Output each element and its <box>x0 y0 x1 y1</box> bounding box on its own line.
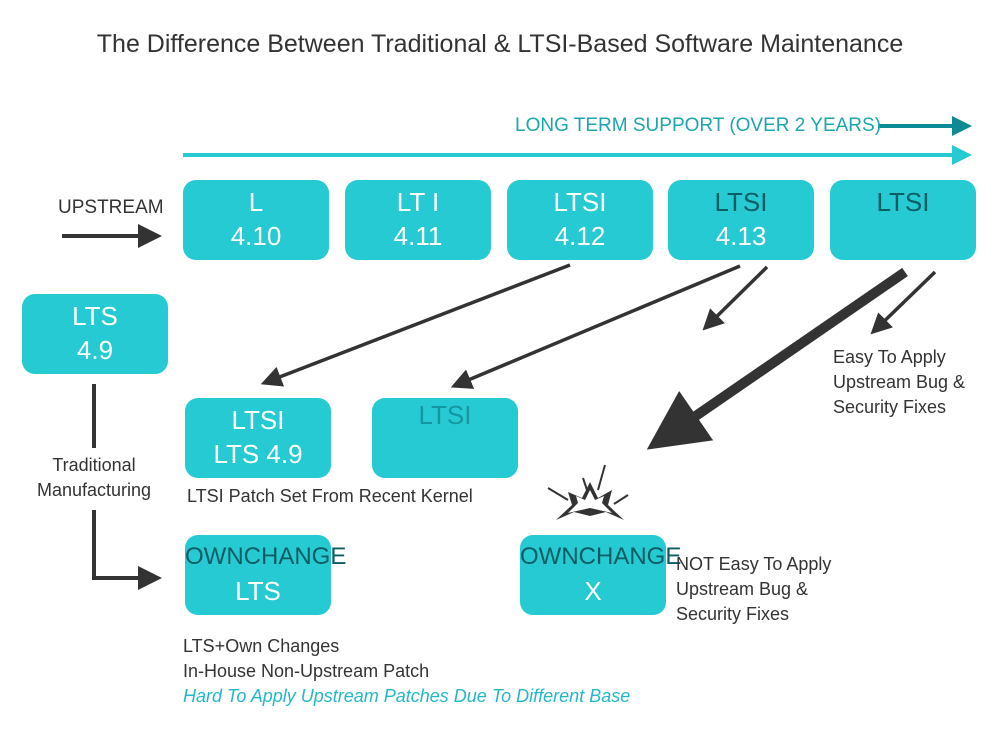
explosion-icon <box>547 464 629 520</box>
upstream-box-4-12: LTSI 4.12 <box>507 180 653 260</box>
box-line1: LTSI <box>714 187 768 217</box>
ownchange-x-box: OWNCHANGE X <box>520 535 682 615</box>
arrow-big-to-ownchange <box>646 267 908 450</box>
note-line: NOT Easy To Apply <box>676 554 832 574</box>
box-line2: 4.12 <box>554 221 606 251</box>
box-line2: X <box>584 576 602 606</box>
box-line1: L <box>248 187 264 217</box>
note-line-highlight: Hard To Apply Upstream Patches Due To Di… <box>183 686 631 706</box>
ltsi-lts-4-9-box: LTSI LTS 4.9 <box>185 398 331 478</box>
note-line: Security Fixes <box>833 397 947 417</box>
diagram-title: The Difference Between Traditional & LTS… <box>96 30 904 58</box>
upstream-box-ltsi: LTSI <box>830 180 976 260</box>
box-line2: 4.11 <box>393 221 443 251</box>
box-line1: LTS <box>72 301 118 331</box>
arrow-ltsi-easy <box>870 270 937 335</box>
upstream-box-4-10: L 4.10 <box>183 180 329 260</box>
arrow-413-to-ltsi <box>450 264 741 389</box>
upstream-label: UPSTREAM <box>58 197 164 218</box>
box-line2: LTS <box>235 576 281 606</box>
upstream-box-4-11: LT I 4.11 <box>345 180 491 260</box>
label-line1: Traditional <box>52 455 136 475</box>
traditional-arrow <box>92 510 162 590</box>
box-line1: OWNCHANGE <box>185 543 347 570</box>
ownchange-lts-box: OWNCHANGE LTS <box>185 535 347 615</box>
note-line: In-House Non-Upstream Patch <box>183 661 430 681</box>
patch-caption: LTSI Patch Set From Recent Kernel <box>187 486 473 506</box>
note-line: Easy To Apply <box>833 347 946 367</box>
box-line1: LTSI <box>553 187 607 217</box>
box-line2: LTS 4.9 <box>213 439 303 469</box>
box-line2: 4.9 <box>76 335 114 365</box>
arrow-412-to-ltsi <box>260 263 571 387</box>
lts-4-9-box: LTS 4.9 <box>22 294 168 374</box>
note-line: Upstream Bug & <box>676 579 809 599</box>
box-line1: LTSI <box>876 187 930 217</box>
note-line: Security Fixes <box>676 604 790 624</box>
box-line2: 4.13 <box>715 221 767 251</box>
box-line1: LTSI <box>231 405 285 435</box>
label-line2: Manufacturing <box>36 480 152 500</box>
box-line1: LTSI <box>418 400 472 430</box>
note-line: LTS+Own Changes <box>183 636 340 656</box>
box-line1: LT I <box>396 187 440 217</box>
ltsi-box: LTSI <box>372 398 518 478</box>
arrow-413-down <box>702 265 769 331</box>
upstream-box-4-13: LTSI 4.13 <box>668 180 814 260</box>
box-line1: OWNCHANGE <box>520 543 682 570</box>
box-line2: 4.10 <box>230 221 282 251</box>
note-line: Upstream Bug & <box>833 372 966 392</box>
timeline-label: LONG TERM SUPPORT (OVER 2 YEARS) <box>515 115 882 136</box>
